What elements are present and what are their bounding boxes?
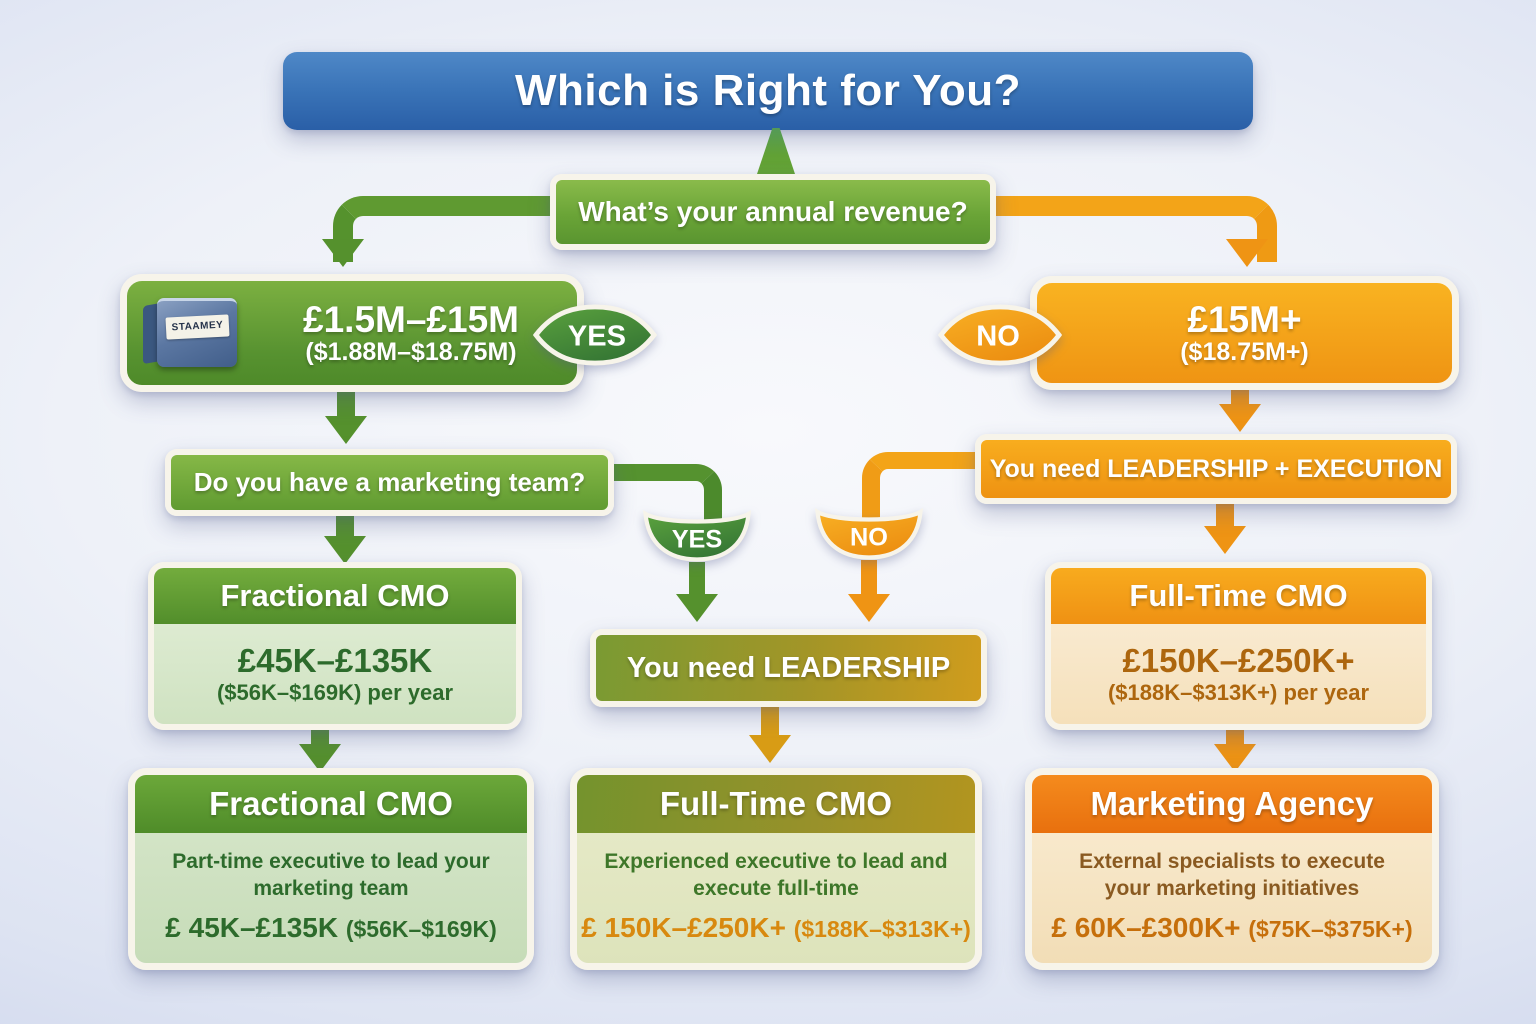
outcome-fulltime-price-usd: ($188K–$313K+) [793,916,971,943]
connector-pipe-team-yes [600,464,722,527]
outcome-fulltime-price: £ 150K–£250K+ ($188K–$313K+) [581,912,971,944]
revenue-low-box: STAAMEY £1.5M–£15M ($1.88M–$18.75M) [120,274,584,392]
fulltime-price-header: Full-Time CMO [1051,568,1426,624]
leadership-execution-label: You need LEADERSHIP + EXECUTION [989,454,1443,483]
yes-bowl-badge: YES [643,510,751,562]
outcome-fractional-body: Part-time executive to lead your marketi… [135,833,527,963]
arrow-stem-yes-to-leadership [689,562,705,596]
fulltime-price-usd: ($188K–$313K+) per year [1107,679,1370,705]
revenue-low-range-gbp: £1.5M–£15M [303,298,519,340]
outcome-fulltime-header: Full-Time CMO [577,775,975,833]
yes-bowl-label: YES [672,526,723,554]
fractional-price-body: £45K–£135K ($56K–$169K) per year [154,624,516,724]
revenue-low-range-usd: ($1.88M–$18.75M) [305,338,517,367]
connector-pipe-leadexec-no [862,452,993,519]
no-bowl-label: NO [850,524,888,552]
arrowhead-to-leadexec [1219,404,1261,432]
page-title-banner: Which is Right for You? [283,52,1253,130]
yes-leaf-badge: YES [533,304,657,366]
strategy-box-icon-label: STAAMEY [165,314,230,340]
yes-leaf-label: YES [568,321,626,353]
fulltime-price-title: Full-Time CMO [1129,578,1348,613]
outcome-fractional-header: Fractional CMO [135,775,527,833]
fractional-price-box: Fractional CMO £45K–£135K ($56K–$169K) p… [148,562,522,730]
arrowhead-to-outcome-right [1214,744,1256,772]
outcome-fulltime-title: Full-Time CMO [659,785,893,822]
arrowhead-left-branch [322,239,364,267]
fractional-price-usd: ($56K–$169K) per year [216,679,454,705]
fractional-price-title: Fractional CMO [220,578,450,613]
outcome-marketing-agency: Marketing Agency External specialists to… [1025,768,1439,970]
arrowhead-to-team-question [325,416,367,444]
revenue-high-range-usd: ($18.75M+) [1180,338,1309,367]
outcome-fractional-description: Part-time executive to lead your marketi… [172,849,490,900]
arrowhead-to-fulltime-price [1204,526,1246,554]
connector-pipe-left [333,196,570,262]
arrowhead-right-branch [1226,239,1268,267]
no-bowl-badge: NO [815,508,923,560]
fulltime-price-body: £150K–£250K+ ($188K–$313K+) per year [1051,624,1426,724]
connector-pipe-right [983,196,1277,262]
page-title: Which is Right for You? [514,66,1022,115]
outcome-fractional-price: £ 45K–£135K ($56K–$169K) [165,912,496,944]
outcome-agency-title: Marketing Agency [1090,785,1374,822]
outcome-fractional-price-gbp: £ 45K–£135K [165,912,339,944]
fractional-price-header: Fractional CMO [154,568,516,624]
no-leaf-label: NO [976,321,1020,353]
revenue-high-range-gbp: £15M+ [1187,298,1302,340]
outcome-agency-price: £ 60K–£300K+ ($75K–$375K+) [1051,912,1412,944]
outcome-agency-price-usd: ($75K–$375K+) [1248,916,1413,943]
revenue-question-label: What’s your annual revenue? [578,196,968,227]
arrowhead-yes-to-leadership [676,594,718,622]
arrow-stem-no-to-leadership [861,560,877,596]
banner-connector [756,128,796,177]
outcome-agency-body: External specialists to execute your mar… [1032,833,1432,963]
fractional-price-gbp: £45K–£135K [237,642,433,680]
leadership-label: You need LEADERSHIP [626,651,951,684]
arrowhead-to-fractional-price [324,536,366,564]
outcome-fractional-price-usd: ($56K–$169K) [345,916,497,943]
outcome-agency-description: External specialists to execute your mar… [1079,849,1385,900]
leadership-box: You need LEADERSHIP [590,629,987,707]
revenue-high-box: £15M+ ($18.75M+) [1030,276,1459,390]
outcome-fulltime-body: Experienced executive to lead and execut… [577,833,975,963]
outcome-fractional-title: Fractional CMO [209,785,453,822]
leadership-execution-box: You need LEADERSHIP + EXECUTION [975,434,1457,504]
team-question-box: Do you have a marketing team? [165,449,614,516]
no-leaf-badge: NO [938,304,1062,366]
team-question-label: Do you have a marketing team? [193,467,586,497]
arrowhead-to-outcome-left [299,744,341,772]
strategy-box-icon: STAAMEY [141,296,245,370]
outcome-fulltime-price-gbp: £ 150K–£250K+ [581,912,786,944]
outcome-agency-price-gbp: £ 60K–£300K+ [1051,912,1241,944]
outcome-fractional-cmo: Fractional CMO Part-time executive to le… [128,768,534,970]
fulltime-price-gbp: £150K–£250K+ [1122,642,1355,680]
arrowhead-no-to-leadership [848,594,890,622]
outcome-fulltime-description: Experienced executive to lead and execut… [604,849,948,900]
outcome-agency-header: Marketing Agency [1032,775,1432,833]
revenue-high-text: £15M+ ($18.75M+) [1037,298,1452,367]
revenue-question-box: What’s your annual revenue? [550,174,996,250]
revenue-low-text: £1.5M–£15M ($1.88M–$18.75M) [245,298,577,367]
fulltime-price-box: Full-Time CMO £150K–£250K+ ($188K–$313K+… [1045,562,1432,730]
outcome-fulltime-cmo: Full-Time CMO Experienced executive to l… [570,768,982,970]
arrowhead-to-outcome-middle [749,735,791,763]
